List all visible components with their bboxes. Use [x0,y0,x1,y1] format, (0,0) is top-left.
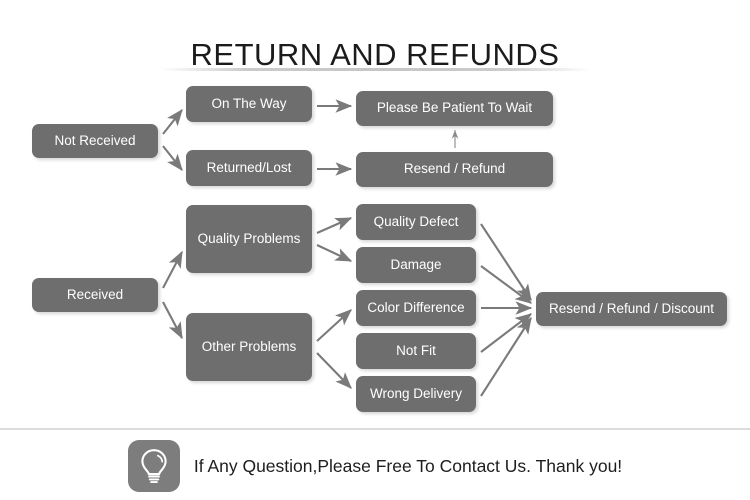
node-returned-lost[interactable]: Returned/Lost [186,150,312,186]
arrow-quality-to-quality-defect [316,217,353,234]
node-quality-defect[interactable]: Quality Defect [356,204,476,240]
node-final-outcome[interactable]: Resend / Refund / Discount [536,292,727,326]
arrow-damage-to-outcome [480,265,533,304]
arrow-not-received-to-returned-lost [162,145,183,171]
node-damage[interactable]: Damage [356,247,476,283]
arrow-not-received-to-on-the-way [162,109,183,135]
node-other-problems[interactable]: Other Problems [186,313,312,381]
page-title: RETURN AND REFUNDS [190,36,560,72]
footer: If Any Question,Please Free To Contact U… [0,438,750,494]
lightbulb-icon [127,440,180,492]
footer-divider [0,428,750,430]
node-received[interactable]: Received [32,278,158,312]
footer-text: If Any Question,Please Free To Contact U… [193,455,623,476]
title-divider [160,68,590,71]
arrow-other-to-color-difference [316,309,352,342]
node-resend-refund[interactable]: Resend / Refund [356,152,553,187]
arrow-received-to-quality-problems [162,250,183,289]
arrow-not-fit-to-outcome [480,313,533,353]
node-color-difference[interactable]: Color Difference [356,290,476,326]
arrow-quality-to-damage [316,244,353,262]
arrow-other-to-wrong-delivery [316,352,352,389]
node-quality-problems[interactable]: Quality Problems [186,205,312,273]
arrow-wrong-delivery-to-outcome [480,316,532,397]
arrow-received-to-other-problems [162,301,183,340]
node-wrong-delivery[interactable]: Wrong Delivery [356,376,476,412]
node-on-the-way[interactable]: On The Way [186,86,312,122]
node-not-received[interactable]: Not Received [32,124,158,158]
node-not-fit[interactable]: Not Fit [356,333,476,369]
arrow-quality-defect-to-outcome [480,223,532,302]
node-be-patient[interactable]: Please Be Patient To Wait [356,91,553,126]
